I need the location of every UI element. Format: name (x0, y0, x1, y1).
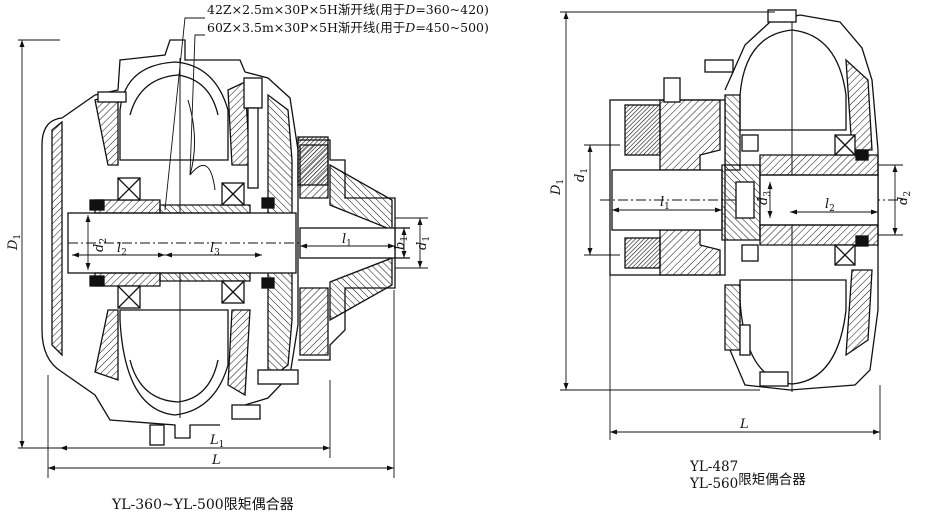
left-dim-D1: D1 (6, 234, 23, 251)
right-dim-L: L (739, 417, 749, 432)
right-coupling-section (600, 9, 905, 392)
right-caption-model-1: YL-487 (690, 459, 739, 475)
spline-spec-line-1: 42Z×2.5m×30P×5H渐开线(用于D=360~420) (207, 2, 489, 17)
right-dim-d3: d3 (756, 191, 773, 205)
right-caption-suffix: 限矩偶合器 (738, 471, 806, 488)
left-dim-d2: d2 (92, 238, 109, 252)
right-upper-wheel (739, 29, 847, 131)
left-dim-L1: L1 (209, 433, 224, 450)
right-dim-l2: l2 (825, 197, 835, 214)
left-elastic-block (297, 136, 329, 186)
left-dim-l3: l3 (210, 241, 220, 258)
left-dim-b1: b1 (393, 236, 410, 250)
spline-spec-line-2: 60Z×3.5m×30P×5H渐开线(用于D=450~500) (207, 20, 489, 35)
right-dim-l1: l1 (660, 195, 670, 212)
right-dim-d2: d2 (896, 191, 913, 205)
left-dim-d1: d1 (415, 236, 432, 250)
lower-impeller-wheel (119, 309, 229, 416)
left-dim-l2: l2 (117, 241, 127, 258)
right-output-shaft (759, 174, 879, 226)
upper-impeller-wheel (119, 61, 229, 161)
left-coupling-section (41, 39, 410, 446)
left-dim-l1: l1 (342, 232, 352, 249)
right-caption-model-2: YL-560 (690, 476, 739, 492)
left-figure-caption: YL-360~YL-500限矩偶合器 (112, 497, 294, 513)
left-dimension-lines (18, 17, 428, 478)
right-dim-D1: D1 (549, 179, 566, 196)
right-dim-d1: d1 (573, 168, 590, 182)
right-figure-caption: YL-487 YL-560 限矩偶合器 (690, 459, 806, 493)
right-dimension-lines (560, 11, 903, 440)
left-dim-L: L (211, 453, 221, 468)
right-lower-wheel (739, 279, 847, 385)
